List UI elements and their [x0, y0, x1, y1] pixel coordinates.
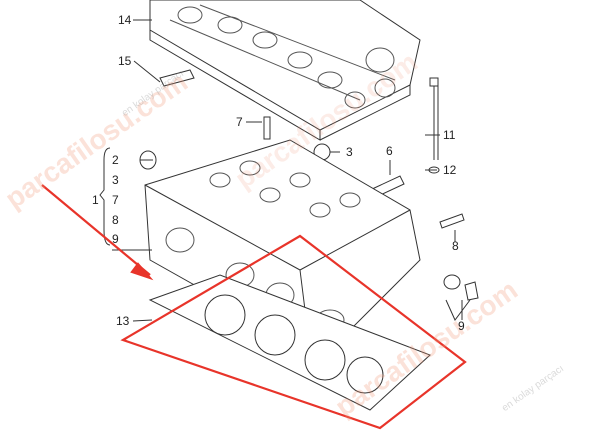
- label-14: 14: [118, 13, 132, 27]
- plug-9: [464, 281, 479, 301]
- leader-lines: [99, 19, 471, 322]
- label-1: 1: [92, 193, 99, 207]
- label-11: 11: [443, 128, 456, 142]
- label-8: 8: [112, 213, 119, 227]
- label-7-top: 7: [236, 115, 243, 129]
- label-3: 3: [112, 173, 119, 187]
- washer-9: [443, 274, 461, 290]
- sealant-tube-15: [159, 69, 195, 87]
- label-7: 7: [112, 193, 119, 207]
- highlight-annotations: [41, 184, 467, 430]
- label-9: 9: [112, 232, 119, 246]
- head-gasket-13: [148, 274, 431, 411]
- label-15: 15: [118, 54, 132, 68]
- label-13: 13: [116, 314, 130, 328]
- camshaft-housing: [149, 0, 421, 141]
- bolt-11: [428, 77, 440, 174]
- label-6: 6: [386, 144, 393, 158]
- label-2: 2: [112, 153, 119, 167]
- label-12: 12: [443, 163, 457, 177]
- label-8-right: 8: [452, 239, 459, 253]
- cylinder-head: [144, 139, 421, 351]
- stud-8: [439, 213, 465, 229]
- label-3-right: 3: [346, 145, 353, 159]
- stud-7: [263, 116, 271, 140]
- label-9-right: 9: [458, 319, 465, 333]
